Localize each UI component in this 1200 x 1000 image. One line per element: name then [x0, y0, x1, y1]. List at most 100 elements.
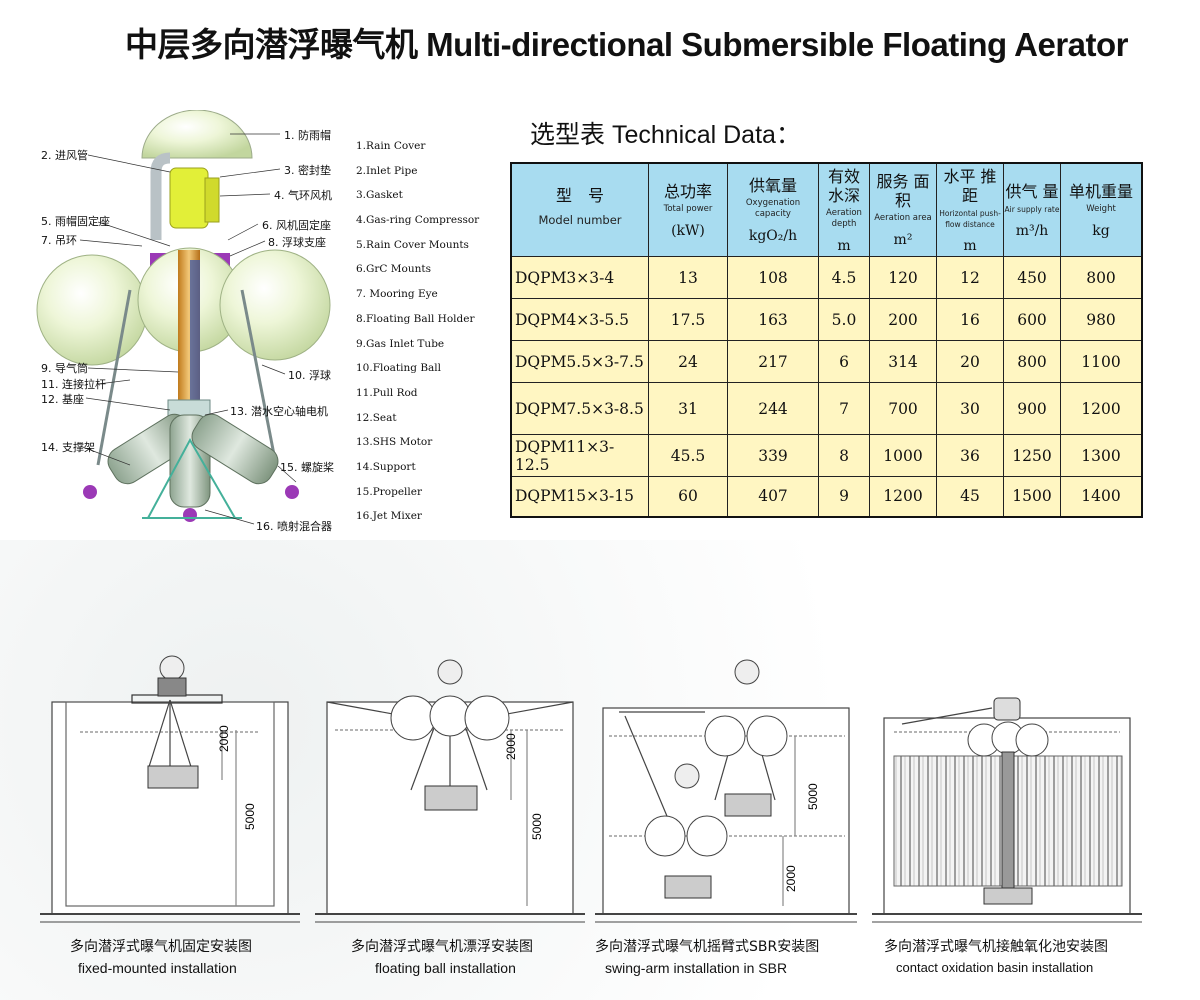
- fixed-dim-upper: 2000: [217, 725, 231, 752]
- cell-weight: 980: [1060, 298, 1143, 341]
- cell-depth: 5.0: [818, 298, 870, 341]
- cell-push-distance: 30: [936, 382, 1004, 435]
- cell-depth: 9: [818, 476, 870, 517]
- cell-air-supply: 900: [1003, 382, 1061, 435]
- motor-right: [191, 413, 279, 485]
- callout-grc-mount: 6. 风机固定座: [262, 219, 331, 232]
- cell-model: DQPM7.5×3-8.5: [510, 382, 649, 435]
- cell-area: 200: [869, 298, 937, 341]
- cell-push-distance: 12: [936, 256, 1004, 299]
- cell-oxygen: 163: [727, 298, 819, 341]
- header-en: Air supply rate: [1004, 204, 1060, 214]
- cell-area: 314: [869, 340, 937, 383]
- callout-propeller: 15. 螺旋桨: [280, 461, 334, 474]
- caption-floating-en: floating ball installation: [375, 960, 516, 976]
- fixed-dim-lower: 5000: [243, 803, 257, 830]
- sbr-upper-ball-left: [704, 715, 746, 757]
- cell-weight: 1400: [1060, 476, 1143, 517]
- header-cn: 型 号: [555, 185, 604, 205]
- part-item: 2.Inlet Pipe: [356, 164, 418, 177]
- callout-gasket: 3. 密封垫: [284, 164, 331, 177]
- header-oxygen: 供氧量 Oxygenation capacity kgO₂/h: [727, 162, 819, 257]
- part-item: 5.Rain Cover Mounts: [356, 238, 469, 251]
- cell-air-supply: 800: [1003, 340, 1061, 383]
- cell-model: DQPM11×3-12.5: [510, 434, 649, 477]
- part-item: 4.Gas-ring Compressor: [356, 214, 480, 227]
- callout-rain-cover-mount: 5. 雨帽固定座: [41, 215, 110, 228]
- cell-model: DQPM4×3-5.5: [510, 298, 649, 341]
- table-row: DQPM11×3-12.5 45.5 339 8 1000 36 1250 13…: [510, 434, 1143, 477]
- contact-shaft: [1001, 751, 1015, 893]
- caption-floating-cn: 多向潜浮式曝气机漂浮安装图: [351, 939, 533, 955]
- floating-ball-left: [36, 254, 148, 366]
- cell-weight: 800: [1060, 256, 1143, 299]
- cell-oxygen: 108: [727, 256, 819, 299]
- cell-power: 60: [648, 476, 728, 517]
- gas-ring-compressor: [169, 167, 209, 229]
- table-row: DQPM7.5×3-8.5 31 244 7 700 30 900 1200: [510, 382, 1143, 435]
- inlet-pipe: [150, 152, 171, 240]
- cell-depth: 8: [818, 434, 870, 477]
- part-item: 13.SHS Motor: [356, 436, 433, 449]
- header-unit: m³/h: [1015, 222, 1049, 239]
- contact-ball-right: [1015, 723, 1049, 757]
- cell-model: DQPM15×3-15: [510, 476, 649, 517]
- header-en: Oxygenation capacity: [745, 198, 801, 219]
- floating-motor: [424, 785, 478, 811]
- callout-rain-cover: 1. 防雨帽: [284, 129, 331, 142]
- cell-push-distance: 36: [936, 434, 1004, 477]
- cell-power: 31: [648, 382, 728, 435]
- callout-motor: 13. 潜水空心轴电机: [230, 405, 328, 418]
- floating-ball-right-icon: [464, 695, 510, 741]
- table-row: DQPM3×3-4 13 108 4.5 120 12 450 800: [510, 256, 1143, 299]
- header-en: Model number: [538, 212, 622, 227]
- cell-power: 13: [648, 256, 728, 299]
- callout-compressor: 4. 气环风机: [274, 189, 332, 202]
- sbr-lower-rain-cover: [674, 763, 700, 789]
- cell-depth: 7: [818, 382, 870, 435]
- header-depth: 有效 水深 Aeration depth m: [818, 162, 870, 257]
- header-en: Total power: [663, 203, 713, 214]
- header-unit: (kW): [671, 222, 705, 239]
- header-cn: 有效 水深: [827, 166, 860, 205]
- caption-fixed-en: fixed-mounted installation: [78, 960, 237, 976]
- cell-push-distance: 45: [936, 476, 1004, 517]
- callout-ball-holder: 8. 浮球支座: [268, 236, 326, 249]
- header-air-supply: 供气 量 Air supply rate m³/h: [1003, 162, 1061, 257]
- cell-oxygen: 217: [727, 340, 819, 383]
- caption-contact-en: contact oxidation basin installation: [896, 960, 1094, 975]
- fixed-compressor: [157, 677, 187, 697]
- propeller-center: [183, 508, 197, 522]
- part-item: 6.GrC Mounts: [356, 263, 432, 276]
- tech-data-table: 型 号 Model number 总功率 Total power (kW) 供氧…: [510, 162, 1143, 518]
- header-power: 总功率 Total power (kW): [648, 162, 728, 257]
- header-area: 服务 面积 Aeration area m²: [869, 162, 937, 257]
- compressor-cap: [204, 177, 220, 223]
- caption-contact-cn: 多向潜浮式曝气机接触氧化池安装图: [884, 939, 1108, 955]
- sbr-lower-ball-left: [644, 815, 686, 857]
- sbr-upper-motor: [724, 793, 772, 817]
- tech-data-title: 选型表 Technical Data：: [530, 121, 801, 149]
- header-push-distance: 水平 推距 Horizontal push-flow distance m: [936, 162, 1004, 257]
- propeller-left: [83, 485, 97, 499]
- center-shaft: [190, 260, 200, 400]
- sbr-dim-lower: 2000: [784, 865, 798, 892]
- table-row: DQPM5.5×3-7.5 24 217 6 314 20 800 1100: [510, 340, 1143, 383]
- header-unit: m: [963, 237, 977, 254]
- header-cn: 总功率: [663, 181, 712, 201]
- cell-power: 24: [648, 340, 728, 383]
- fixed-motor: [147, 765, 199, 789]
- callout-pull-rod: 11. 连接拉杆: [41, 378, 106, 391]
- header-en: Aeration area: [874, 213, 932, 223]
- parts-list: 1.Rain Cover 2.Inlet Pipe 3.Gasket 4.Gas…: [356, 134, 506, 529]
- cell-area: 700: [869, 382, 937, 435]
- cell-air-supply: 1500: [1003, 476, 1061, 517]
- header-cn: 供气 量: [1005, 181, 1059, 201]
- part-item: 8.Floating Ball Holder: [356, 312, 475, 325]
- floating-dim-upper: 2000: [504, 733, 518, 760]
- header-en: Weight: [1086, 203, 1116, 214]
- cell-air-supply: 450: [1003, 256, 1061, 299]
- header-unit: kg: [1092, 222, 1110, 239]
- propeller-right: [285, 485, 299, 499]
- header-cn: 供氧量: [748, 176, 797, 195]
